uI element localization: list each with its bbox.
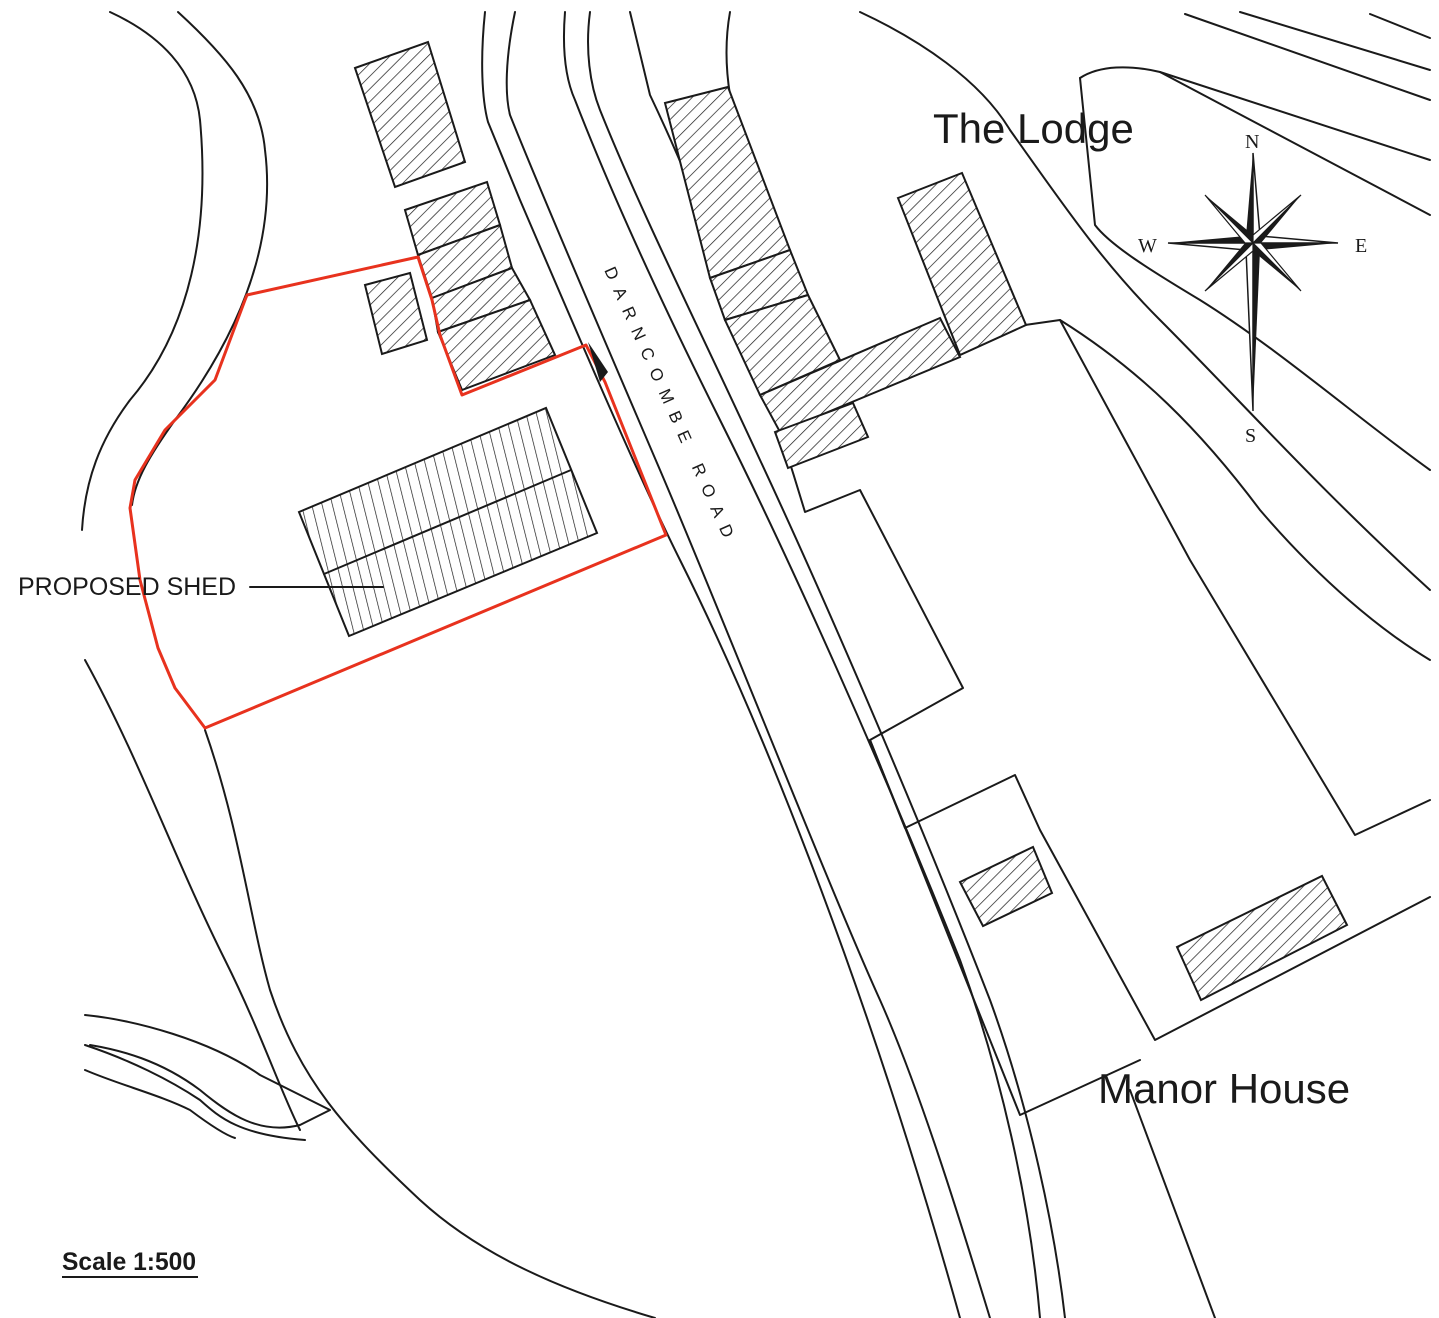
west-lane: [81, 11, 656, 1318]
building-north-west: [353, 40, 467, 189]
compass-rose-icon: [1167, 152, 1339, 412]
manor-house-label: Manor House: [1098, 1065, 1350, 1112]
darncombe-road: [481, 11, 1066, 1318]
building-lodge-range-1: [663, 85, 792, 280]
boundary-arrow-marker: [588, 342, 608, 382]
proposed-shed-label: PROPOSED SHED: [18, 573, 236, 601]
compass-east-label: E: [1355, 235, 1367, 257]
building-small-outhouse: [363, 271, 429, 356]
compass-north-label: N: [1245, 131, 1259, 153]
building-lodge-range-5: [773, 401, 870, 470]
proposed-shed-building: [297, 406, 599, 638]
compass-west-label: W: [1138, 235, 1157, 257]
scale-label: Scale 1:500: [62, 1248, 196, 1276]
buildings: [353, 40, 1349, 1002]
site-boundary: [128, 255, 668, 730]
the-lodge-label: The Lodge: [933, 105, 1134, 152]
compass-south-label: S: [1245, 425, 1256, 447]
building-manor-outbuilding: [958, 845, 1054, 928]
building-lodge-wing: [896, 171, 1028, 357]
building-lodge-range-4: [758, 316, 962, 434]
building-manor-house: [1175, 874, 1349, 1002]
